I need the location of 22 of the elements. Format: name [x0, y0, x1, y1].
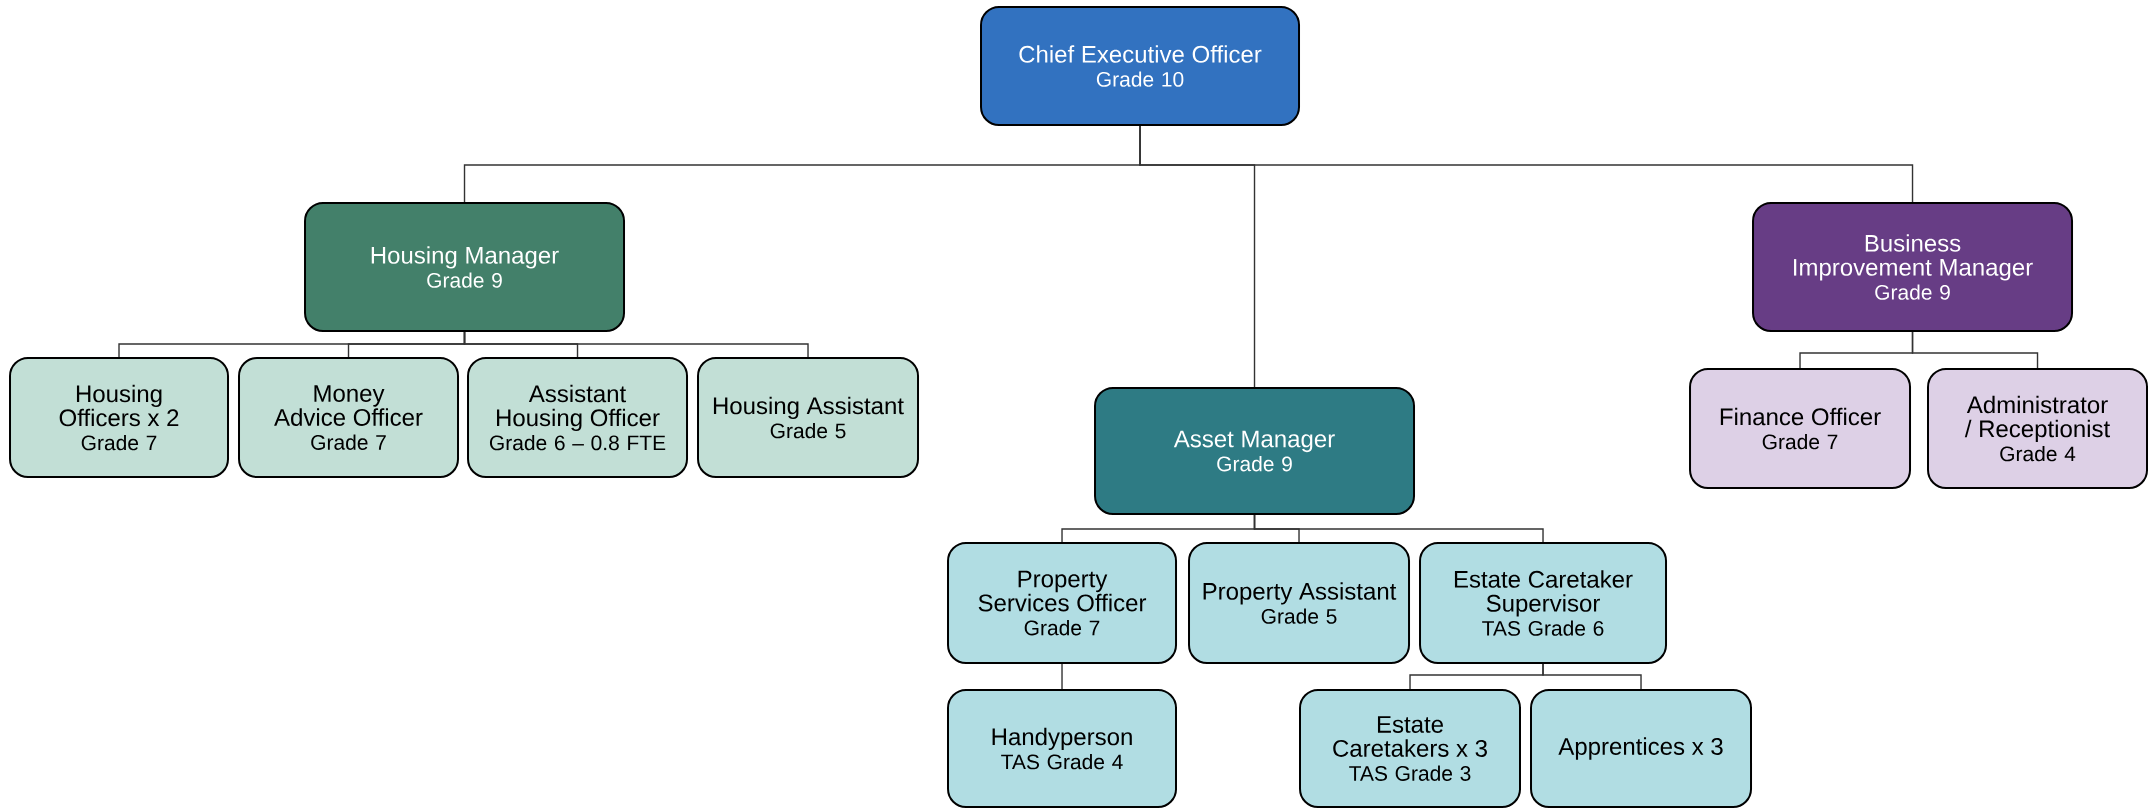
- staff-box: Administrator / Receptionist Grade 4: [1927, 368, 2148, 489]
- staff-box: Estate Caretakers x 3 TAS Grade 3: [1299, 689, 1521, 808]
- connector-line: [1253, 514, 1544, 543]
- connector-line: [1911, 331, 2039, 369]
- staff-box: Housing Officers x 2 Grade 7: [9, 357, 229, 478]
- manager-box: Housing Manager Grade 9: [304, 202, 625, 332]
- executive-box: Chief Executive Officer Grade 10: [980, 6, 1300, 126]
- manager-box: Business Improvement Manager Grade 9: [1752, 202, 2073, 332]
- staff-box: Apprentices x 3: [1530, 689, 1752, 808]
- staff-box: Property Assistant Grade 5: [1188, 542, 1410, 664]
- connector-line: [1542, 663, 1642, 690]
- staff-box: Money Advice Officer Grade 7: [238, 357, 459, 478]
- connector-line: [1139, 125, 1914, 203]
- connector-line: [1061, 663, 1063, 690]
- staff-box: Finance Officer Grade 7: [1689, 368, 1911, 489]
- staff-box: Assistant Housing Officer Grade 6 – 0.8 FTE: [467, 357, 688, 478]
- staff-box: Property Services Officer Grade 7: [947, 542, 1177, 664]
- manager-box: Asset Manager Grade 9: [1094, 387, 1415, 515]
- staff-box: Housing Assistant Grade 5: [697, 357, 919, 478]
- staff-box: Estate Caretaker Supervisor TAS Grade 6: [1419, 542, 1667, 664]
- connector-line: [463, 331, 809, 358]
- staff-box: Handyperson TAS Grade 4: [947, 689, 1177, 808]
